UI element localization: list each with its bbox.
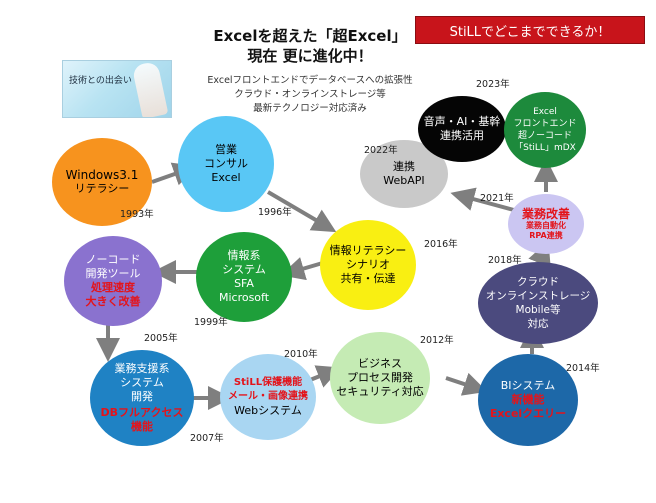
year-2016: 2016年 (424, 239, 458, 250)
title-line-1: Excelを超えた「超Excel」 (213, 27, 407, 45)
year-2023: 2023年 (476, 79, 510, 90)
node-nocode-tool: ノーコード 開発ツール 処理速度 大きく改善 (64, 236, 162, 326)
node-business-line-3: セキュリティ対応 (336, 385, 424, 398)
node-dx: Excel フロントエンド 超ノーコード 「StiLL」mDX (504, 92, 586, 168)
node-still-web-line-1: Webシステム (234, 404, 302, 417)
node-nocode-tool-red-2: 大きく改善 (85, 295, 141, 308)
node-gyomu-line-1: 業務支援系 (114, 362, 170, 375)
node-ai-line-2: 連携活用 (440, 129, 484, 142)
node-still-web: StiLL保護機能 メール・画像連携 Webシステム (220, 354, 316, 440)
node-kaizen-red-small-2: RPA連携 (529, 231, 563, 240)
node-windows31-line-2: リテラシー (74, 182, 130, 195)
node-gyomu-red-2: 機能 (131, 420, 153, 433)
node-windows31: Windows3.1 リテラシー (52, 138, 152, 226)
node-still-web-red-1: StiLL保護機能 (233, 377, 303, 388)
node-joho-literacy-line-2: シナリオ (346, 258, 390, 271)
node-dx-line-1: Excel (533, 107, 557, 117)
node-eigyo: 営業 コンサル Excel (178, 116, 274, 212)
node-eigyo-line-2: コンサル (204, 157, 248, 170)
node-cloud: クラウド オンラインストレージ Mobile等 対応 (478, 262, 598, 344)
node-ai-line-1: 音声・AI・基幹 (423, 115, 501, 128)
node-business: ビジネス プロセス開発 セキュリティ対応 (330, 332, 430, 424)
node-sfa-line-3: SFA (234, 277, 254, 290)
node-nocode-tool-line-2: 開発ツール (85, 267, 141, 280)
node-bi: BIシステム 新機能 Excelクエリー (478, 354, 578, 446)
subtitle-line-3: 最新テクノロジー対応済み (253, 103, 367, 114)
arrow-1996-2016 (266, 190, 337, 233)
node-dx-line-2: フロントエンド (513, 119, 577, 129)
node-joho-literacy-line-3: 共有・伝達 (340, 272, 396, 285)
node-webapi-line-2: WebAPI (383, 174, 425, 187)
subtitle-line-2: クラウド・オンラインストレージ等 (234, 89, 386, 100)
arrow-2010-2012 (309, 365, 342, 388)
node-business-line-2: プロセス開発 (347, 371, 413, 384)
year-2022: 2022年 (364, 145, 398, 156)
year-2005: 2005年 (144, 333, 178, 344)
node-bi-red-2: Excelクエリー (489, 407, 567, 420)
node-sfa: 情報系 システム SFA Microsoft (196, 232, 292, 322)
node-webapi-line-1: 連携 (393, 160, 415, 173)
year-1993: 1993年 (120, 209, 154, 220)
node-dx-line-3: 超ノーコード (517, 131, 572, 141)
node-cloud-line-4: 対応 (527, 318, 549, 330)
photo-label: 技術との出会い (69, 76, 132, 86)
node-kaizen-red-1: 業務改善 (521, 207, 570, 221)
node-nocode-tool-line-1: ノーコード (85, 253, 141, 266)
year-2007: 2007年 (190, 433, 224, 444)
node-kaizen: 業務改善 業務自動化 RPA連携 (508, 194, 584, 254)
node-cloud-line-2: オンラインストレージ (485, 290, 591, 302)
node-cloud-line-1: クラウド (517, 276, 559, 288)
technology-photo: 技術との出会い (62, 60, 172, 118)
node-eigyo-line-1: 営業 (215, 143, 237, 156)
node-gyomu: 業務支援系 システム 開発 DBフルアクセス 機能 (90, 350, 194, 446)
arrow-2012-2014 (445, 372, 488, 396)
node-gyomu-line-2: システム (120, 376, 164, 389)
node-gyomu-line-3: 開発 (131, 390, 153, 403)
node-dx-line-4: 「StiLL」mDX (514, 143, 576, 153)
node-business-line-1: ビジネス (358, 357, 402, 370)
year-2010: 2010年 (284, 349, 318, 360)
year-1996: 1996年 (258, 207, 292, 218)
node-windows31-line-1: Windows3.1 (65, 168, 139, 182)
node-kaizen-red-small-1: 業務自動化 (526, 221, 566, 230)
year-2021: 2021年 (480, 193, 514, 204)
node-sfa-line-1: 情報系 (227, 249, 261, 262)
year-2018: 2018年 (488, 255, 522, 266)
year-2012: 2012年 (420, 335, 454, 346)
node-joho-literacy: 情報リテラシー シナリオ 共有・伝達 (320, 220, 416, 310)
still-banner: StiLLでどこまでできるか！ (415, 16, 645, 44)
node-bi-red-1: 新機能 (511, 393, 545, 406)
arrow-2021-2022 (450, 187, 515, 212)
node-sfa-line-2: システム (222, 263, 266, 276)
subtitle-line-1: Excelフロントエンドでデータベースへの拡張性 (207, 75, 413, 86)
node-bi-line-1: BIシステム (500, 379, 556, 392)
title-line-2: 現在 更に進化中！ (247, 47, 373, 65)
node-nocode-tool-red-1: 処理速度 (91, 281, 135, 294)
node-cloud-line-3: Mobile等 (515, 304, 561, 316)
year-1999: 1999年 (194, 317, 228, 328)
node-still-web-red-2: メール・画像連携 (228, 391, 308, 402)
node-gyomu-red-1: DBフルアクセス (100, 406, 184, 419)
node-sfa-line-4: Microsoft (218, 291, 270, 304)
year-2014: 2014年 (566, 363, 600, 374)
node-eigyo-line-3: Excel (211, 171, 241, 184)
node-ai: 音声・AI・基幹 連携活用 (418, 96, 506, 162)
node-joho-literacy-line-1: 情報リテラシー (329, 244, 407, 257)
